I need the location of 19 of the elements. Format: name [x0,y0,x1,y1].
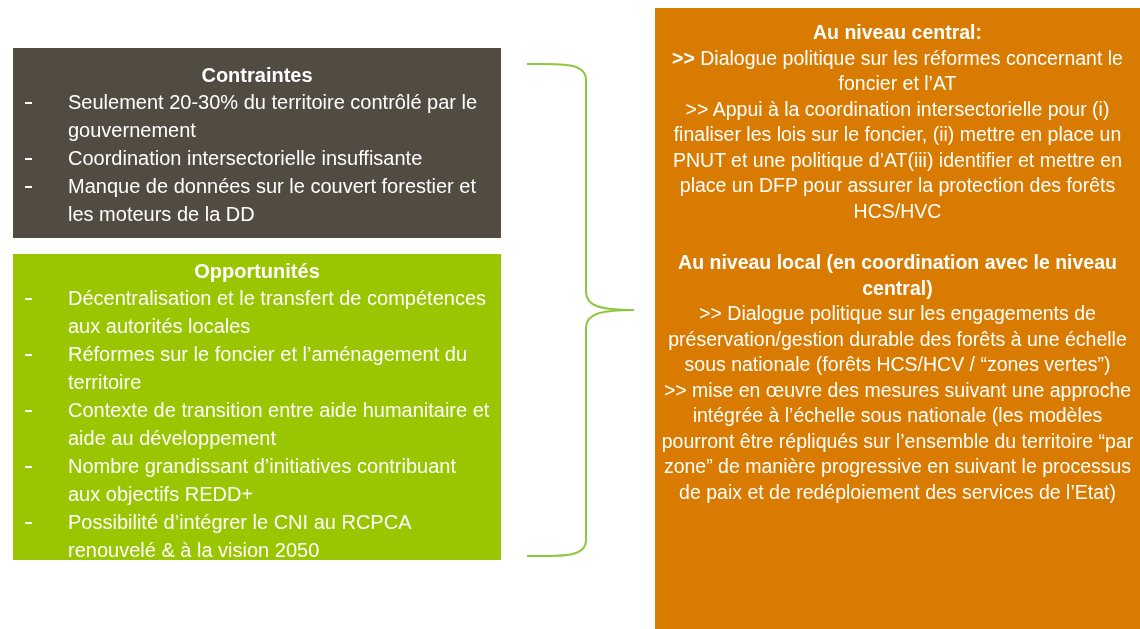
section-heading: Au niveau central: [811,20,983,45]
opportunities-box [13,254,501,560]
action-text: >> mise en œuvre des mesures suivant une approche intégrée à l’échelle sous nationale (les modèles pourront être répliqués sur l’ensemble du territoire “par zone” de manière progressive en suivant le processus de paix et de redéploiement des services de l’Etat) [660,377,1135,505]
action-text: >> Dialogue politique sur les engagements de préservation/gestion durable des forêts à une échelle sous nationale (forêts HCS/HCV / “zones vertes”) [667,301,1128,377]
list-item: Contexte de transition entre aide humanitaire et aide au développement [68,398,491,451]
list-item: Seulement 20-30% du territoire contrôlé par le gouvernement [68,90,479,143]
box-heading: Contraintes [200,63,314,88]
action-text: >> Dialogue politique sur les réformes concernant le foncier et l’AT [671,45,1124,96]
box-heading: Opportunités [193,259,321,284]
list-item: Décentralisation et le transfert de compétences aux autorités locales [68,286,487,339]
actions-box [655,8,1140,629]
list-item: Coordination intersectorielle insuffisante [68,146,424,171]
list-item: Possibilité d’intégrer le CNI au RCPCA renouvelé & à la vision 2050 [68,510,412,563]
section-heading: Au niveau local (en coordination avec le niveau central) [677,250,1118,301]
action-text: >> Appui à la coordination intersectorielle pour (i) finaliser les lois sur le foncier, (ii) mettre en place un PNUT et une politique d’AT(iii) identifier et mettre en place un DFP pour assurer la protection des forêts HCS/HVC [671,96,1124,224]
list-item: Nombre grandissant d’initiatives contribuant aux objectifs REDD+ [68,454,457,507]
list-item: Réformes sur le foncier et l’aménagement du territoire [68,342,469,395]
constraints-box [13,48,501,238]
list-item: Manque de données sur le couvert forestier et les moteurs de la DD [68,174,478,227]
